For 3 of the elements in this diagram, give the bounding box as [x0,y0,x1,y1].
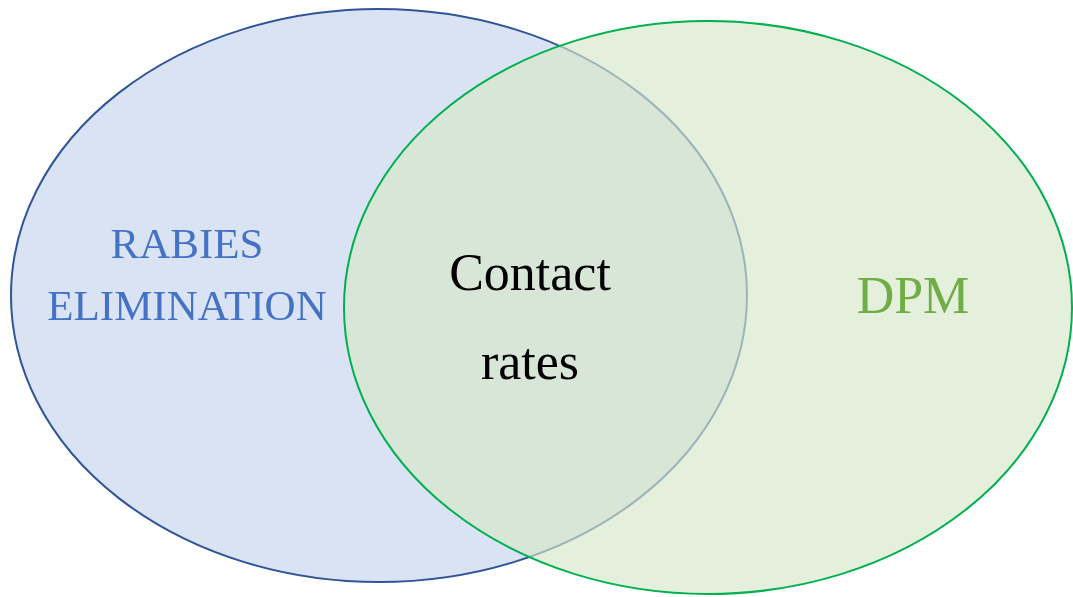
set-label: RABIES ELIMINATION [46,219,328,332]
set-label: DPM [855,266,971,326]
overlap-label: Contact rates [448,243,612,393]
